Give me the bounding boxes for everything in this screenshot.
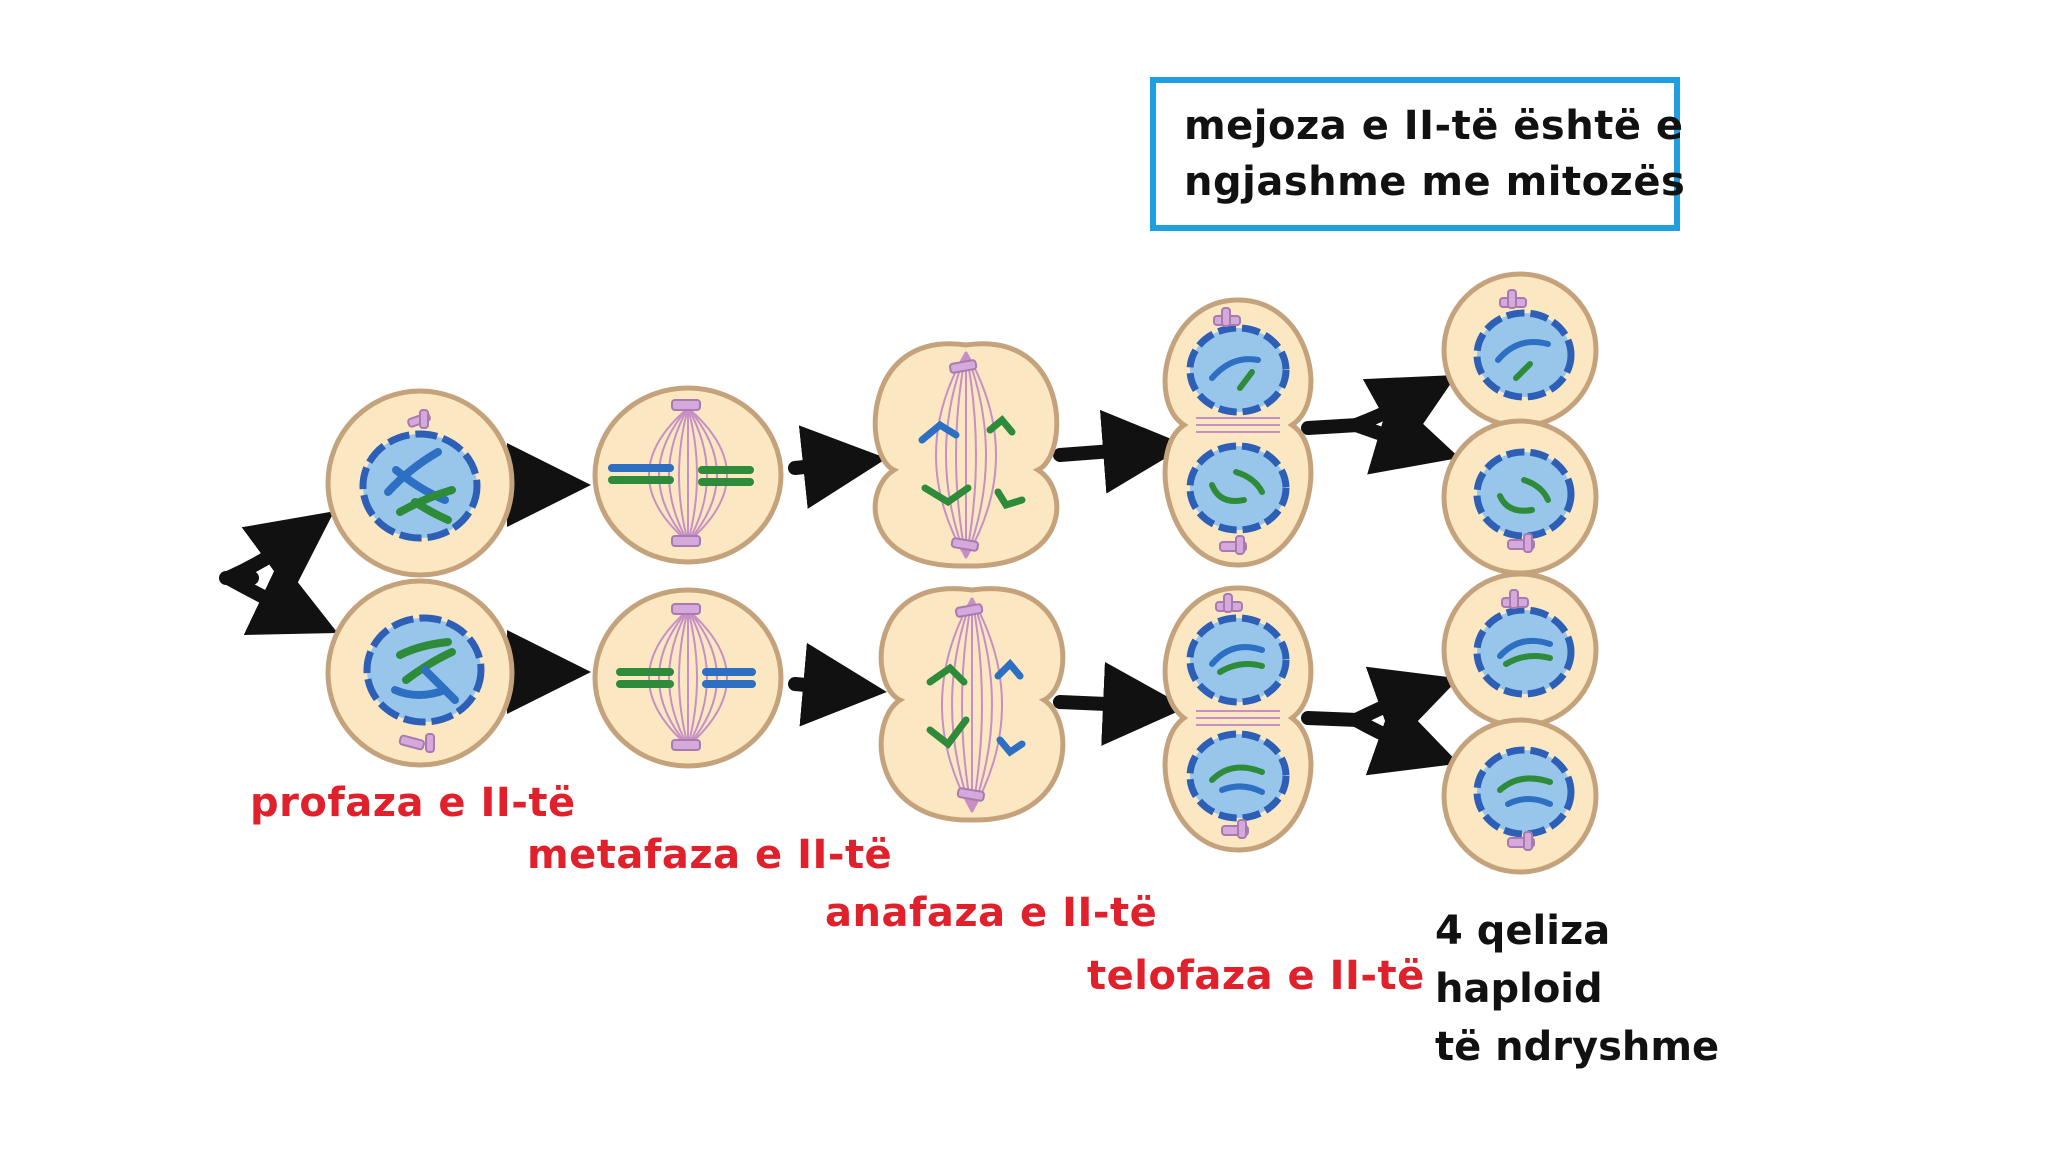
cell-anaphase-bottom (878, 586, 1066, 823)
result-line-2: haploid (1435, 966, 1603, 1012)
result-line-1: 4 qeliza (1435, 908, 1611, 954)
arrow-metaphase-anaphase-bottom (788, 642, 887, 727)
label-anaphase-ii: anafaza e II-të (825, 890, 1158, 936)
arrow-final-split-bottom-a (1349, 666, 1460, 746)
chromosomes (384, 448, 456, 524)
spindle (648, 407, 728, 543)
arrow-metaphase-anaphase-top (788, 425, 887, 509)
cell-metaphase-top (592, 385, 784, 565)
arrow-anaphase-telophase-bottom (1053, 661, 1187, 746)
cell-anaphase-top (872, 341, 1060, 569)
arrow-final-split-top-b (1349, 393, 1460, 475)
note-box: mejoza e II-të është e ngjashme me mitoz… (1150, 77, 1686, 231)
daughter-cell-4 (1441, 717, 1599, 875)
cell-prophase-bottom (325, 578, 515, 768)
cell-telophase-top (1162, 297, 1314, 568)
label-prophase-ii: profaza e II-të (250, 780, 576, 826)
cell-metaphase-bottom (592, 587, 784, 769)
daughter-cell-1 (1441, 271, 1599, 429)
daughter-cell-3 (1441, 571, 1599, 729)
arrows (219, 375, 1460, 776)
label-metaphase-ii: metafaza e II-të (527, 832, 893, 878)
centrosome (407, 409, 431, 429)
note-line-2: ngjashme me mitozës (1184, 159, 1686, 205)
arrow-anaphase-telophase-top (1053, 409, 1187, 494)
cell-telophase-bottom (1162, 585, 1314, 853)
result-text: 4 qeliza haploid të ndryshme (1435, 902, 1719, 1076)
chromosomes (391, 638, 459, 704)
arrow-final-split-top-a (1349, 375, 1457, 453)
centrosome (398, 733, 435, 753)
arrow-final-split-bottom-b (1349, 696, 1460, 776)
label-telophase-ii: telofaza e II-të (1087, 953, 1425, 999)
cell-prophase-top (325, 388, 515, 578)
result-line-3: të ndryshme (1435, 1024, 1720, 1070)
daughter-cell-2 (1441, 418, 1599, 576)
note-line-1: mejoza e II-të është e (1184, 103, 1684, 149)
